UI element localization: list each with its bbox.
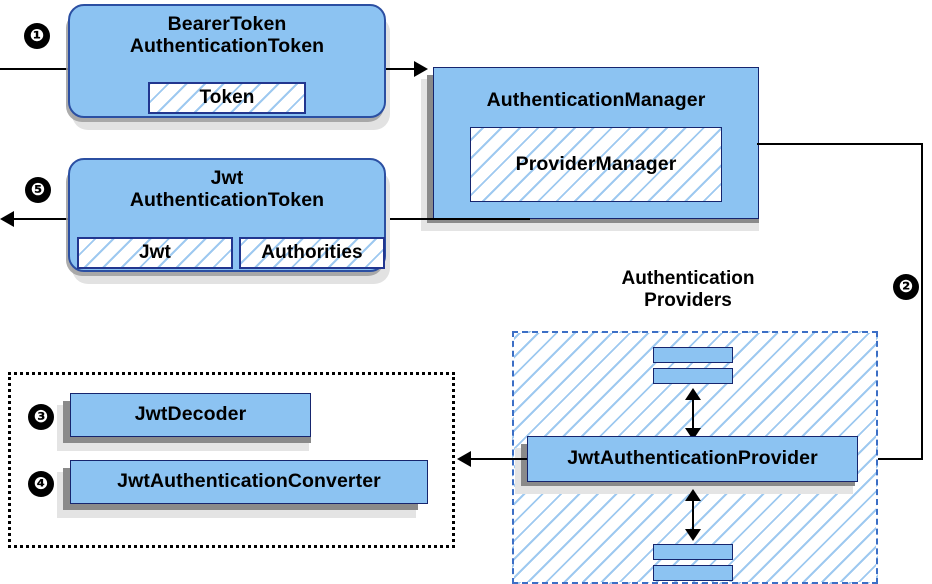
connector-bearer-to-manager (386, 68, 422, 70)
connector-provider-down-link (692, 497, 694, 533)
node-jwt-authentication-token[interactable]: Jwt AuthenticationToken Jwt Authorities (68, 158, 386, 272)
node-jwt-token-inner-jwt-label: Jwt (139, 242, 171, 264)
node-jwt-authentication-provider[interactable]: JwtAuthenticationProvider (527, 436, 858, 482)
node-jwt-token-inner-authorities[interactable]: Authorities (239, 237, 385, 269)
arrow-up-down-icon-bottom-down (685, 529, 701, 541)
node-jwt-authentication-converter-label: JwtAuthenticationConverter (117, 470, 381, 493)
arrow-left-icon-response (0, 211, 14, 227)
node-provider-manager-label: ProviderManager (515, 152, 677, 175)
node-jwt-decoder-label: JwtDecoder (134, 403, 247, 426)
support-group-container (8, 372, 455, 548)
connector-step2-into-provider (872, 458, 923, 460)
node-bearer-token-inner-token-label: Token (199, 87, 255, 109)
arrow-left-icon-to-support-group (457, 451, 471, 467)
provider-stack-bar-top-2 (653, 368, 733, 384)
node-provider-manager[interactable]: ProviderManager (470, 127, 722, 202)
node-bearer-token-label: BearerToken AuthenticationToken (129, 13, 325, 57)
step-badge-5: ❺ (25, 177, 51, 203)
node-bearer-token-authentication-token[interactable]: BearerToken AuthenticationToken Token (68, 4, 386, 118)
node-jwt-authentication-provider-label: JwtAuthenticationProvider (567, 447, 818, 470)
provider-stack-bar-top-1 (653, 347, 733, 363)
provider-stack-bar-bottom-1 (653, 544, 733, 560)
provider-stack-bar-bottom-2 (653, 565, 733, 581)
step-badge-1: ❶ (24, 23, 50, 49)
node-authentication-manager[interactable]: AuthenticationManager ProviderManager (433, 67, 759, 219)
arrow-right-icon-to-manager (414, 61, 428, 77)
node-jwt-decoder[interactable]: JwtDecoder (70, 393, 311, 437)
node-authentication-manager-label: AuthenticationManager (486, 89, 706, 111)
providers-region-title: Authentication Providers (621, 268, 755, 311)
node-jwt-token-label: Jwt AuthenticationToken (129, 167, 325, 211)
connector-provider-up-link (692, 396, 694, 432)
connector-manager-return-to-token (390, 218, 530, 220)
arrow-up-down-icon-bottom-up (685, 489, 701, 501)
connector-provider-to-support-group (471, 458, 527, 460)
connector-incoming-request (0, 68, 68, 70)
connector-step2-vertical (921, 143, 923, 459)
connector-manager-out-horizontal (757, 143, 923, 145)
node-jwt-authentication-converter[interactable]: JwtAuthenticationConverter (70, 460, 428, 504)
step-badge-3: ❸ (28, 404, 54, 430)
connector-token-return-out (14, 218, 70, 220)
node-bearer-token-inner-token[interactable]: Token (148, 82, 306, 114)
step-badge-2: ❷ (893, 274, 919, 300)
arrow-up-down-icon-top-up (685, 388, 701, 400)
node-jwt-token-inner-authorities-label: Authorities (261, 242, 363, 264)
node-jwt-token-inner-jwt[interactable]: Jwt (77, 237, 233, 269)
step-badge-4: ❹ (28, 471, 54, 497)
